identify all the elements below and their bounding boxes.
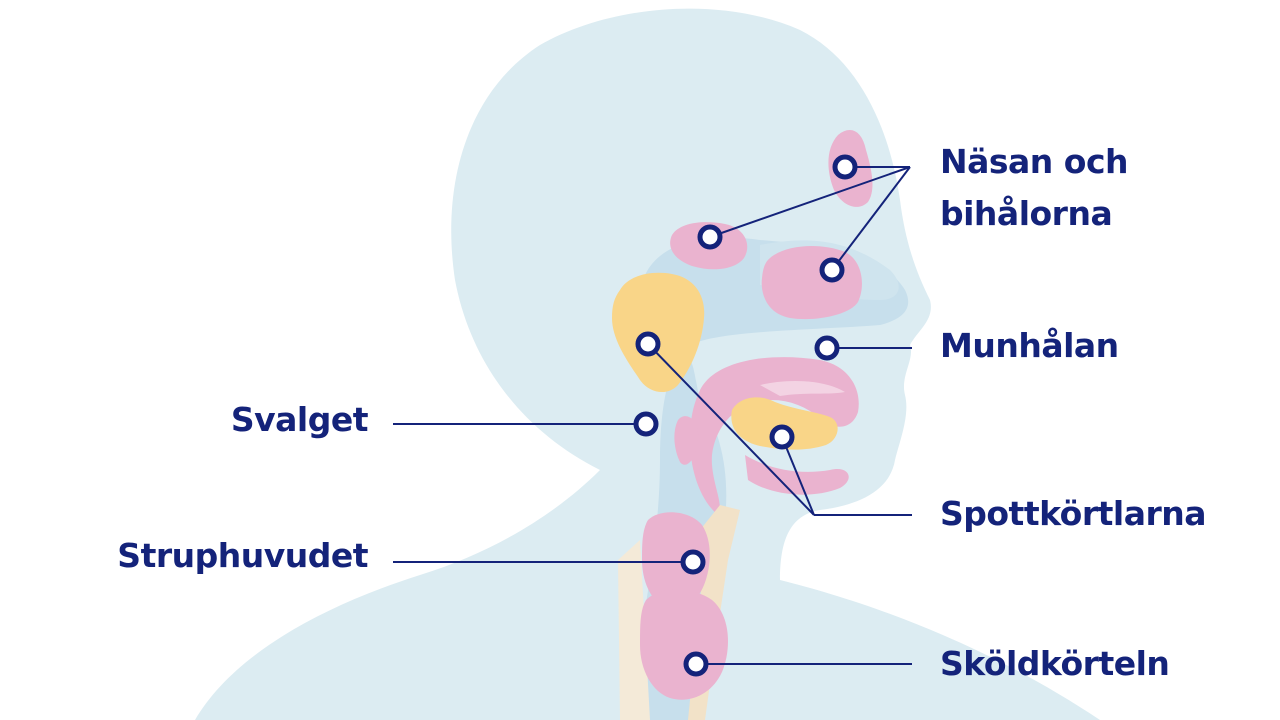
marker-larynx <box>680 549 706 575</box>
tongue <box>690 357 859 515</box>
label-pharynx: Svalget <box>230 400 369 439</box>
leader-saliva-1 <box>647 343 815 516</box>
maxillary-sinus <box>761 246 862 320</box>
leader-nose-2 <box>709 166 911 238</box>
marker-submandibular-gland <box>769 424 795 450</box>
trachea <box>618 540 650 720</box>
marker-oral-cavity <box>814 335 840 361</box>
submandibular-gland <box>731 397 838 450</box>
label-larynx: Struphuvudet <box>117 536 368 575</box>
thyroid-shape <box>640 589 728 700</box>
marker-pharynx <box>633 411 659 437</box>
marker-maxillary-sinus <box>819 257 845 283</box>
parotid-gland <box>612 272 705 393</box>
palate-detail <box>760 380 845 396</box>
marker-sphenoid-sinus <box>697 224 723 250</box>
marker-parotid-gland <box>635 331 661 357</box>
label-nose-sinuses: Näsan och bihålorna <box>940 136 1129 240</box>
marker-frontal-sinus <box>832 154 858 180</box>
label-nose-sinuses-line2: bihålorna <box>940 194 1113 233</box>
label-thyroid: Sköldkörteln <box>940 644 1170 683</box>
epiglottis <box>674 416 699 465</box>
larynx-shape <box>642 512 710 609</box>
leader-saliva-2 <box>781 436 815 516</box>
label-oral-cavity: Munhålan <box>940 326 1119 365</box>
label-nose-sinuses-line1: Näsan och <box>940 142 1129 181</box>
label-salivary-glands: Spottkörtlarna <box>940 494 1207 533</box>
marker-thyroid <box>683 651 709 677</box>
leader-nose-3 <box>831 166 911 271</box>
